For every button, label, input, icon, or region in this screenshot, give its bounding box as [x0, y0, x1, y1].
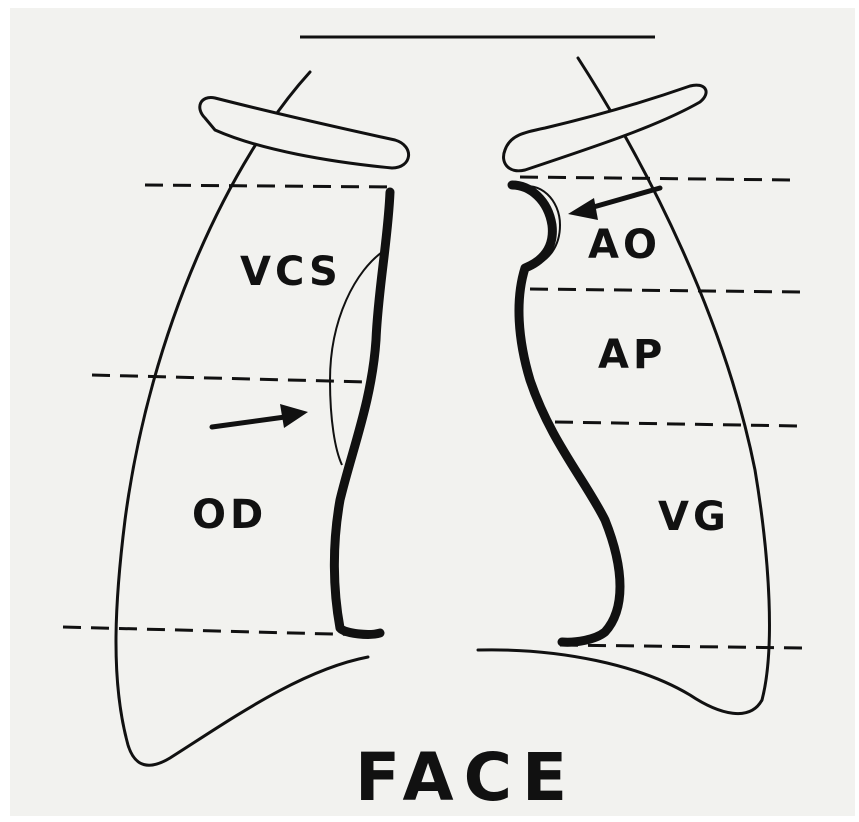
- upper-right-reference-line: [145, 185, 395, 187]
- view-caption: FACE: [355, 739, 577, 816]
- label-od: OD: [192, 492, 267, 538]
- label-vg: VG: [658, 494, 730, 540]
- label-vcs: VCS: [240, 249, 342, 295]
- label-ao: AO: [588, 222, 661, 268]
- paper-background: [10, 8, 855, 816]
- label-ap: AP: [598, 332, 666, 378]
